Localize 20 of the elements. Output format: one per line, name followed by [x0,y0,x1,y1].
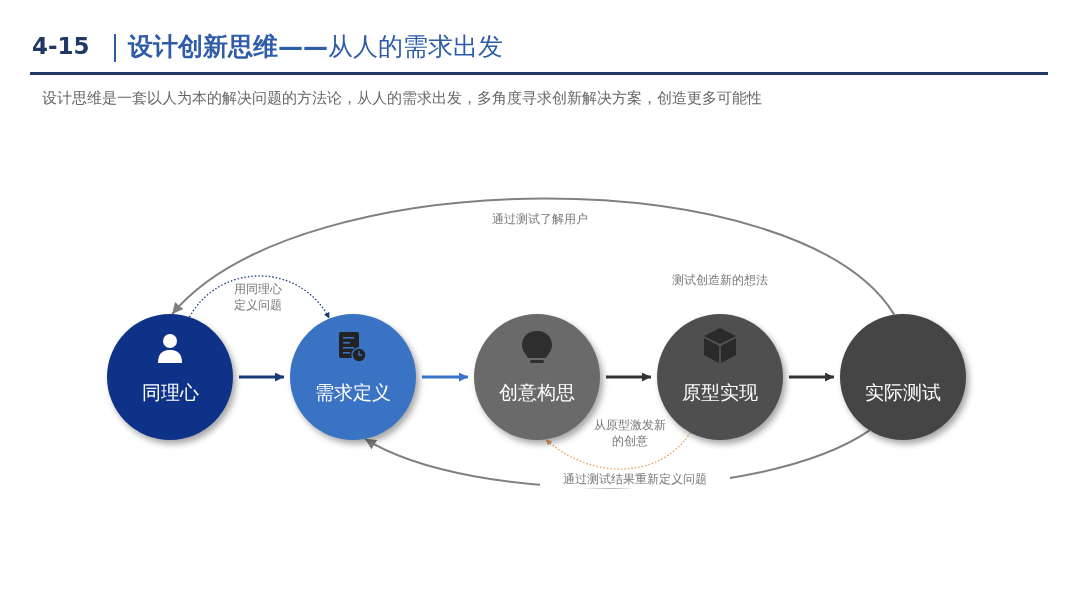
arrow [606,372,651,382]
arrow [789,372,834,382]
edge-label: 通过测试了解用户 [491,212,589,228]
subtitle: 设计思维是一套以人为本的解决问题的方法论，从人的需求出发，多角度寻求创新解决方案，创造更多可能性 [42,89,762,108]
title: 设计创新思维——从人的需求出发 [128,31,503,63]
stage-label: 同理心 [140,380,200,405]
stage-label: 原型实现 [681,380,759,405]
arrow [239,372,284,382]
edge-label: 通过测试结果重新定义问题 [540,472,730,488]
stage-label: 实际测试 [864,380,942,405]
dotted-arrow [188,275,331,320]
stage-label: 需求定义 [314,380,392,405]
dotted-arrow [545,432,692,470]
edge-label: 从原型激发新的创意 [593,418,667,450]
stage-label: 创意构思 [498,380,576,405]
slide-number: 4-15 [32,33,90,59]
arrow [422,372,468,382]
curved-arrow [171,197,896,316]
annotation: 测试创造新的想法 [671,272,769,289]
edge-label: 用同理心定义问题 [233,282,283,314]
